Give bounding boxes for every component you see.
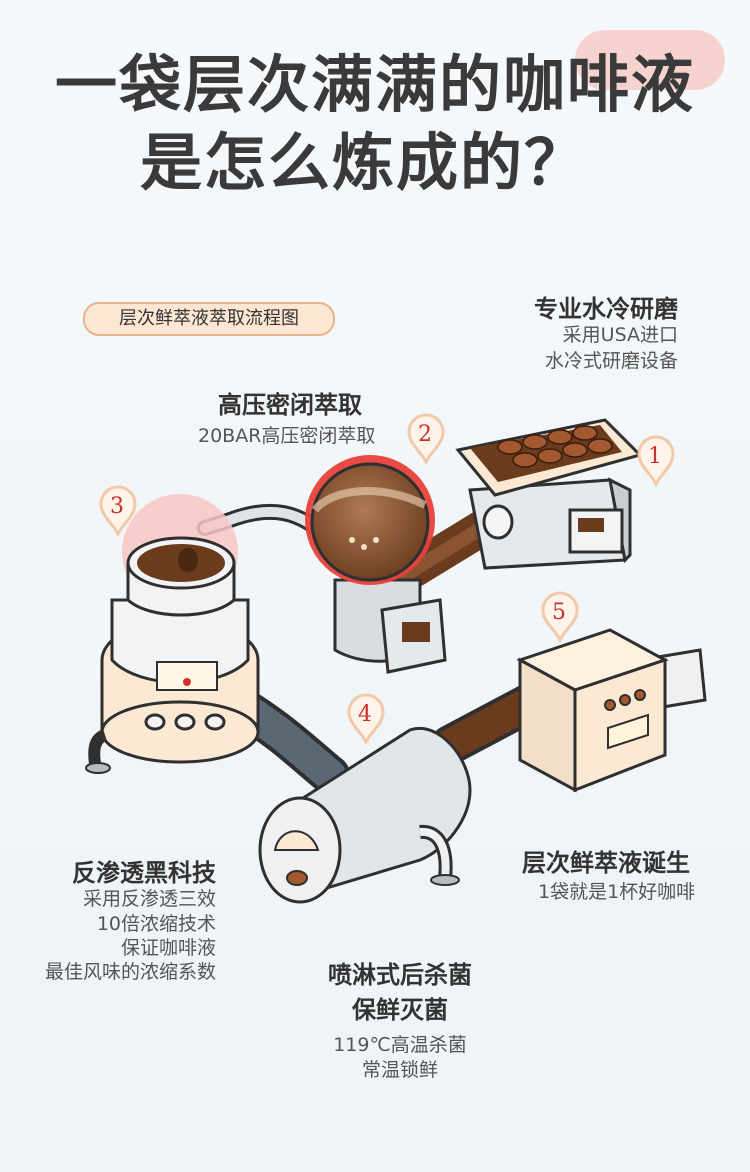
pin-3-number: 3 [110,494,124,519]
pin-1-number: 1 [648,444,662,469]
step-1-pin-icon [637,435,675,488]
step2-desc1: 20BAR高压密闭萃取 [198,425,376,447]
packer-machine [516,628,707,793]
step-2-pin-icon [407,413,445,466]
pin-2-number: 2 [418,422,432,447]
sterilizer-machine [258,726,472,904]
step1-title: 专业水冷研磨 [534,295,678,323]
page-title-line2: 是怎么炼成的？ [140,126,589,199]
step-3-pin-icon [99,485,137,538]
pin-4-number: 4 [358,702,372,727]
hose-concentrator-to-sterilizer [230,692,350,795]
step2-title: 高压密闭萃取 [218,391,362,419]
concentrator-machine [85,494,260,774]
grinder-machine [455,418,643,570]
step4-title2: 保鲜灭菌 [352,996,448,1024]
step4-desc1: 119℃高温杀菌 [333,1034,467,1056]
step3-desc2: 10倍浓缩技术 [96,913,216,935]
step-5-pin-icon [541,591,579,644]
step5-title: 层次鲜萃液诞生 [522,849,690,877]
step4-desc2: 常温锁鲜 [361,1059,438,1081]
step-4-pin-icon [347,693,385,746]
page-title-line1: 一袋层次满满的咖啡液 [54,48,695,121]
step3-desc3: 保证咖啡液 [120,937,216,959]
step5-desc1: 1袋就是1杯好咖啡 [538,881,696,903]
step1-desc1: 采用USA进口 [562,324,678,346]
step3-title: 反渗透黑科技 [72,859,216,887]
step3-desc4: 最佳风味的浓缩系数 [44,961,216,983]
step3-desc1: 采用反渗透三效 [82,888,216,910]
pin-5-number: 5 [552,600,566,625]
title-highlight [575,30,725,90]
flowchart-chip: 层次鲜萃液萃取流程图 [83,302,335,336]
step1-desc2: 水冷式研磨设备 [544,350,678,372]
extractor-machine [305,455,447,674]
step4-title1: 喷淋式后杀菌 [328,961,472,989]
